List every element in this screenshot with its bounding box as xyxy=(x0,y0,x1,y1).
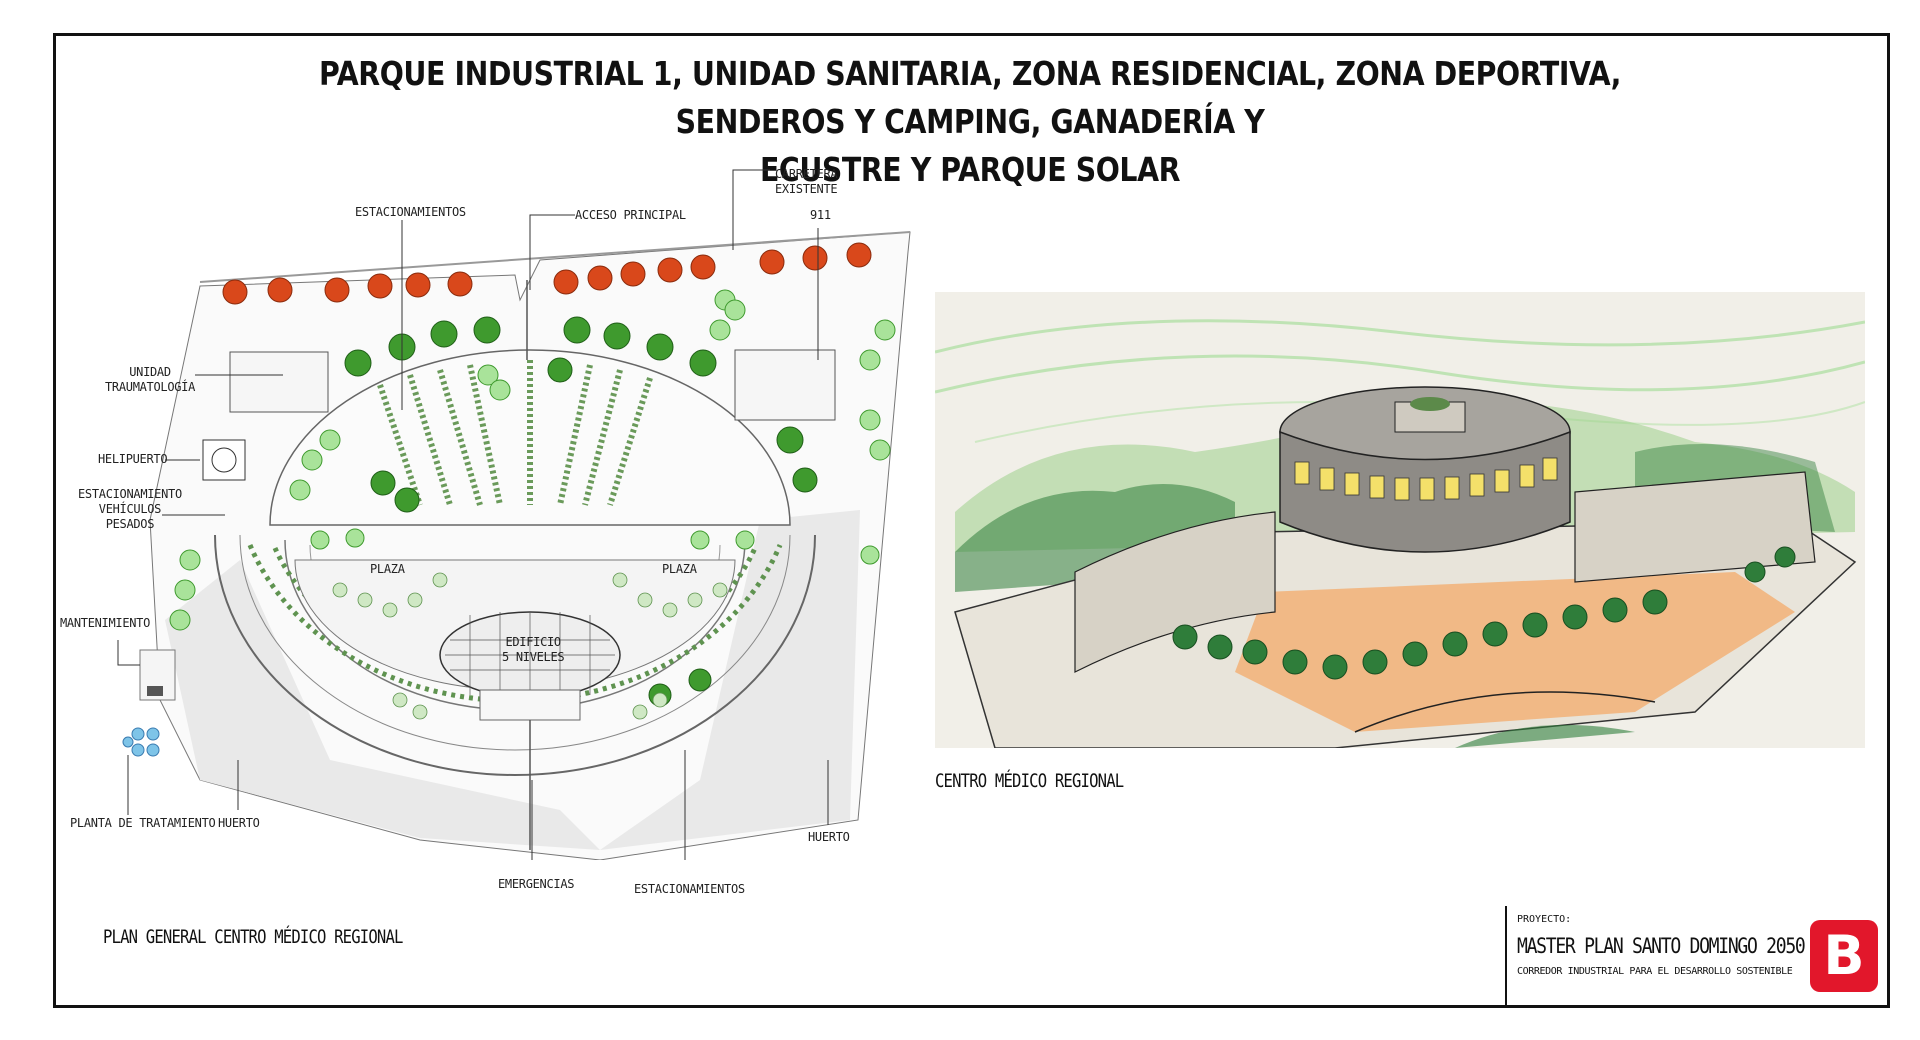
label-planta-tratamiento: PLANTA DE TRATAMIENTO xyxy=(70,816,216,830)
building-911 xyxy=(734,349,836,421)
label-mantenimiento: MANTENIMIENTO xyxy=(60,616,151,630)
title-line-2: ECUSTRE Y PARQUE SOLAR xyxy=(759,150,1181,189)
upper-oval xyxy=(269,349,791,526)
label-unidad-traumatologia: UNIDAD TRAUMATOLOGÍA xyxy=(105,365,196,394)
render-caption: CENTRO MÉDICO REGIONAL xyxy=(935,770,1124,792)
label-huerto-right: HUERTO xyxy=(808,830,850,844)
outer-arc-2 xyxy=(239,534,791,751)
title-line-1: PARQUE INDUSTRIAL 1, UNIDAD SANITARIA, Z… xyxy=(319,54,1621,141)
radial-parking xyxy=(377,360,653,506)
label-carretera: CARRETERA EXISTENTE xyxy=(775,167,838,196)
building-base xyxy=(479,689,581,721)
label-huerto-left: HUERTO xyxy=(218,816,260,830)
existing-road xyxy=(199,231,911,283)
rendering-svg xyxy=(935,319,1865,748)
label-helipuerto: HELIPUERTO xyxy=(98,452,168,466)
label-estacionamientos-top: ESTACIONAMIENTOS xyxy=(355,205,466,219)
outer-arc xyxy=(214,534,816,776)
leader-lines xyxy=(117,169,829,860)
label-emergencias: EMERGENCIAS xyxy=(498,877,575,891)
rendering-sketch xyxy=(935,292,1865,748)
treatment-tanks xyxy=(122,727,160,757)
label-plaza-left: PLAZA xyxy=(370,562,405,576)
project-label: PROYECTO: xyxy=(1517,914,1572,925)
label-estacionamientos-bottom: ESTACIONAMIENTOS xyxy=(634,882,745,896)
project-name: MASTER PLAN SANTO DOMINGO 2050 xyxy=(1517,934,1806,958)
orchard-right xyxy=(600,510,860,850)
project-subtitle: CORREDOR INDUSTRIAL PARA EL DESARROLLO S… xyxy=(1517,966,1793,977)
label-acceso-principal: ACCESO PRINCIPAL xyxy=(575,208,686,222)
site-plan-drawing xyxy=(117,169,911,860)
plan-caption: PLAN GENERAL CENTRO MÉDICO REGIONAL xyxy=(103,926,403,948)
label-estacionamiento-pesados: ESTACIONAMIENTO VEHÍCULOS PESADOS xyxy=(78,487,182,531)
building-grid xyxy=(445,612,615,698)
trauma-unit-building xyxy=(229,351,329,413)
project-title-block: PROYECTO: MASTER PLAN SANTO DOMINGO 2050… xyxy=(1505,906,1807,1006)
road-trees xyxy=(222,242,872,305)
sheet-title: PARQUE INDUSTRIAL 1, UNIDAD SANITARIA, Z… xyxy=(239,50,1701,194)
label-edificio: EDIFICIO 5 NIVELES xyxy=(502,635,565,664)
label-911: 911 xyxy=(810,208,831,222)
treatment-tank xyxy=(147,686,163,696)
label-plaza-right: PLAZA xyxy=(662,562,697,576)
brand-logo: B xyxy=(1810,920,1878,992)
light-trees xyxy=(169,289,896,631)
helipad xyxy=(202,439,246,481)
plaza-trees xyxy=(332,572,728,720)
orchard-left xyxy=(165,560,600,850)
